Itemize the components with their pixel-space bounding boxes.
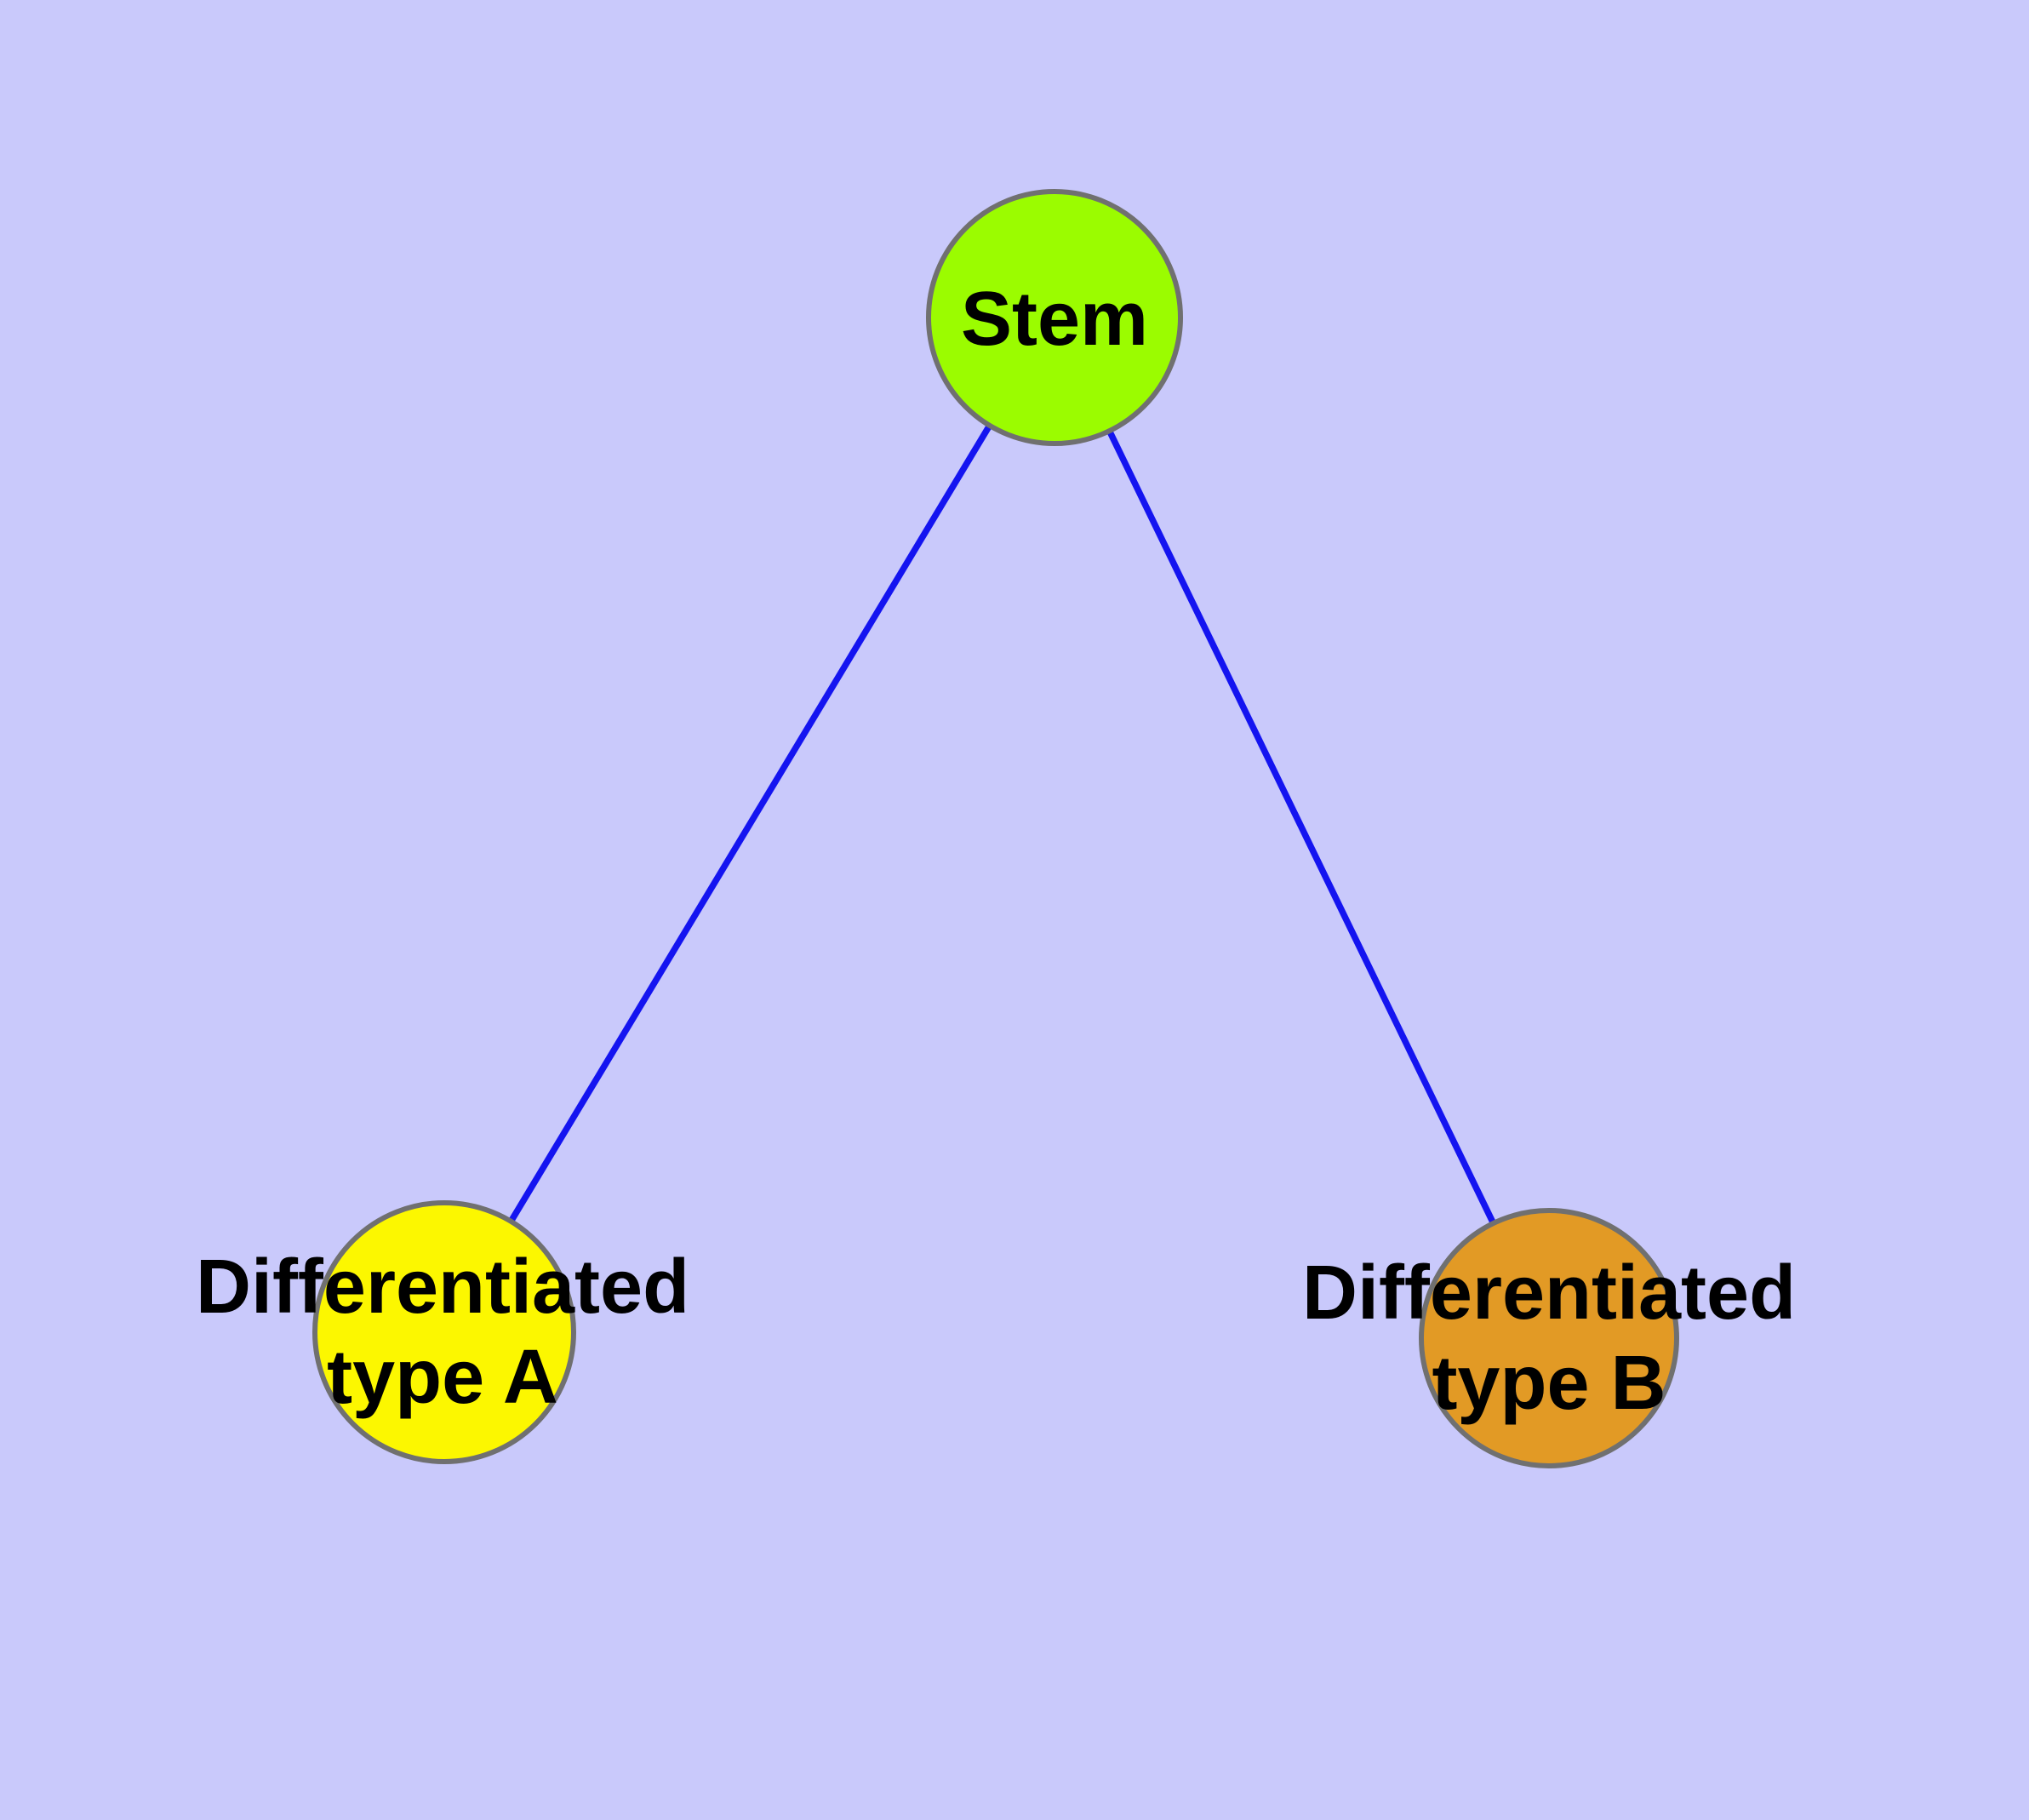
node-stem-circle[interactable]: [926, 189, 1183, 446]
node-stem-label: Stem: [961, 274, 1148, 364]
edge-stem-to-type-a[interactable]: [441, 316, 1058, 1334]
node-type-b-label: Differentiated type B: [1302, 1248, 1796, 1428]
label-line: Stem: [960, 277, 1149, 362]
label-line: Differentiated: [1301, 1251, 1797, 1336]
node-type-a-label: Differentiated type A: [196, 1242, 689, 1422]
label-line: type B: [1432, 1341, 1666, 1426]
node-type-b-circle[interactable]: [1419, 1208, 1679, 1468]
node-type-a-circle[interactable]: [312, 1200, 576, 1464]
edge-stem-to-type-b[interactable]: [1051, 316, 1552, 1340]
label-line: type A: [327, 1335, 558, 1420]
label-line: Differentiated: [195, 1245, 690, 1330]
